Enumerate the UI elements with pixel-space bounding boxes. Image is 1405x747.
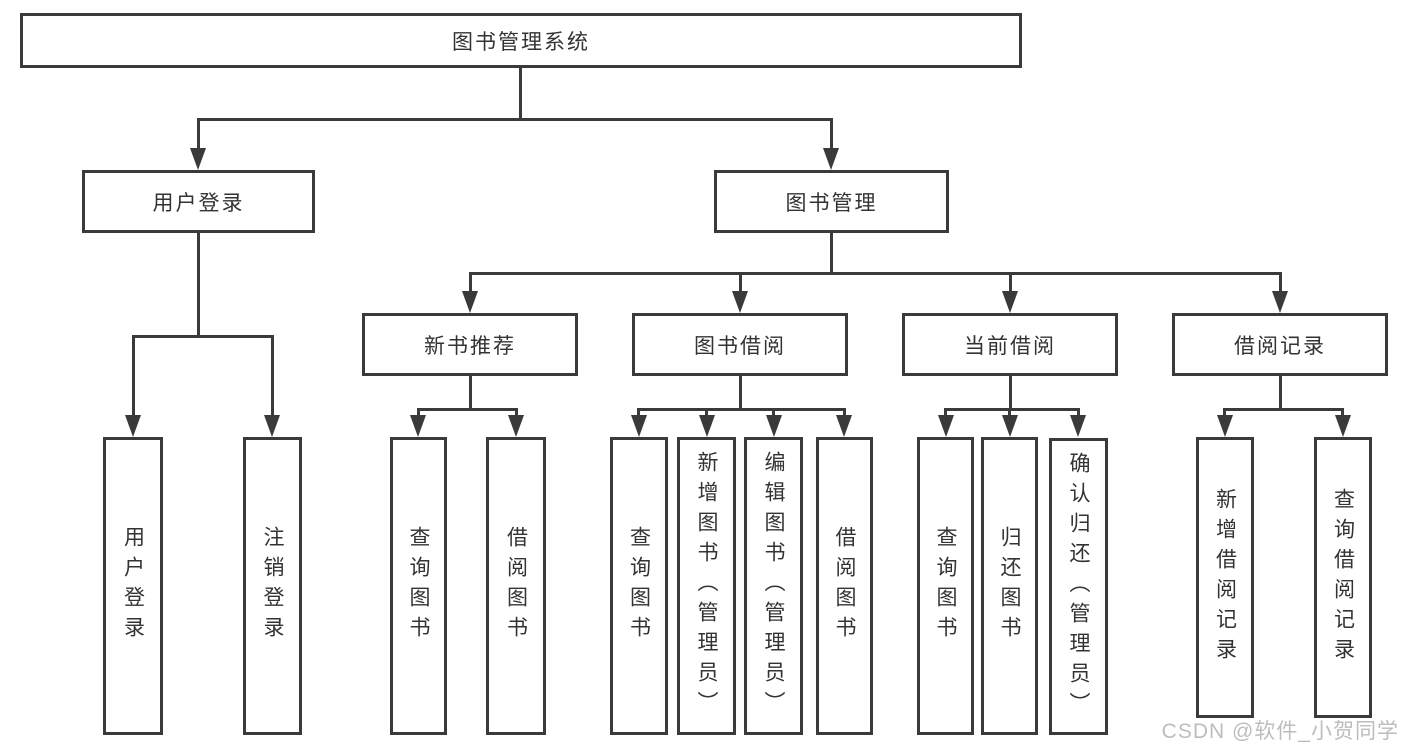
connector-line: [1008, 408, 1011, 417]
connector-line: [739, 376, 742, 408]
connector-line: [1009, 376, 1012, 408]
connector-line: [739, 272, 742, 293]
arrowhead-icon: [732, 291, 748, 313]
leaf-label: 归还图书: [998, 526, 1021, 646]
node-leaf-borrow-books-1: 借阅图书: [486, 437, 546, 735]
connector-line: [417, 408, 420, 417]
node-leaf-confirm-return-admin: 确认归还（管理员）: [1049, 438, 1108, 735]
node-book-management: 图书管理: [714, 170, 949, 233]
arrowhead-icon: [264, 415, 280, 437]
connector-line: [417, 408, 518, 411]
connector-line: [830, 118, 833, 150]
node-leaf-return-books: 归还图书: [981, 437, 1038, 735]
connector-line: [843, 408, 846, 417]
arrowhead-icon: [631, 415, 647, 437]
connector-line: [271, 335, 274, 417]
csdn-watermark: CSDN @软件_小贺同学: [1161, 720, 1399, 743]
node-leaf-query-books-3: 查询图书: [917, 437, 974, 735]
connector-line: [469, 272, 1281, 275]
connector-line: [132, 335, 135, 417]
node-new-book-recommend: 新书推荐: [362, 313, 578, 376]
node-library-management-system: 图书管理系统: [20, 13, 1022, 68]
arrowhead-icon: [1002, 415, 1018, 437]
leaf-label: 编辑图书（管理员）: [762, 451, 785, 721]
leaf-label: 借阅图书: [833, 526, 856, 646]
arrowhead-icon: [823, 148, 839, 170]
connector-line: [944, 408, 947, 417]
node-leaf-query-books-1: 查询图书: [390, 437, 447, 735]
node-current-borrowing: 当前借阅: [902, 313, 1118, 376]
connector-line: [469, 376, 472, 408]
connector-line: [1279, 376, 1282, 408]
connector-line: [830, 233, 833, 274]
node-leaf-edit-books-admin: 编辑图书（管理员）: [744, 437, 803, 735]
connector-line: [637, 408, 640, 417]
connector-line: [1223, 408, 1226, 417]
leaf-label: 查询图书: [934, 526, 957, 646]
connector-line: [637, 408, 846, 411]
leaf-label: 新增图书（管理员）: [695, 451, 718, 721]
arrowhead-icon: [125, 415, 141, 437]
node-leaf-add-books-admin: 新增图书（管理员）: [677, 437, 736, 735]
leaf-label: 查询图书: [407, 526, 430, 646]
leaf-label: 借阅图书: [504, 526, 528, 646]
arrowhead-icon: [508, 415, 524, 437]
connector-line: [1279, 272, 1282, 293]
connector-line: [1341, 408, 1344, 417]
connector-line: [197, 233, 200, 335]
node-leaf-query-borrow-record: 查询借阅记录: [1314, 437, 1372, 718]
arrowhead-icon: [462, 291, 478, 313]
arrowhead-icon: [410, 415, 426, 437]
connector-line: [1223, 408, 1344, 411]
arrowhead-icon: [1070, 415, 1086, 437]
connector-line: [132, 335, 274, 338]
connector-line: [519, 68, 522, 118]
leaf-label: 查询图书: [627, 526, 651, 646]
leaf-label: 注销登录: [261, 526, 284, 646]
node-leaf-add-borrow-record: 新增借阅记录: [1196, 437, 1254, 718]
connector-line: [1009, 272, 1012, 293]
arrowhead-icon: [190, 148, 206, 170]
node-leaf-logout: 注销登录: [243, 437, 302, 735]
leaf-label: 查询借阅记录: [1331, 487, 1355, 668]
arrowhead-icon: [836, 415, 852, 437]
arrowhead-icon: [938, 415, 954, 437]
node-leaf-borrow-books-2: 借阅图书: [816, 437, 873, 735]
node-borrow-records: 借阅记录: [1172, 313, 1388, 376]
leaf-label: 确认归还（管理员）: [1067, 451, 1090, 722]
leaf-label: 用户登录: [121, 526, 145, 646]
node-book-borrowing: 图书借阅: [632, 313, 848, 376]
connector-line: [1077, 408, 1080, 417]
arrowhead-icon: [1217, 415, 1233, 437]
leaf-label: 新增借阅记录: [1213, 487, 1237, 668]
node-leaf-query-books-2: 查询图书: [610, 437, 668, 735]
connector-line: [944, 408, 1080, 411]
arrowhead-icon: [1272, 291, 1288, 313]
arrowhead-icon: [1002, 291, 1018, 313]
arrowhead-icon: [1335, 415, 1351, 437]
node-leaf-user-login: 用户登录: [103, 437, 163, 735]
arrowhead-icon: [766, 415, 782, 437]
node-user-login: 用户登录: [82, 170, 315, 233]
connector-line: [772, 408, 775, 417]
arrowhead-icon: [699, 415, 715, 437]
connector-line: [515, 408, 518, 417]
connector-line: [197, 118, 833, 121]
connector-line: [705, 408, 708, 417]
connector-line: [197, 118, 200, 150]
connector-line: [469, 272, 472, 293]
